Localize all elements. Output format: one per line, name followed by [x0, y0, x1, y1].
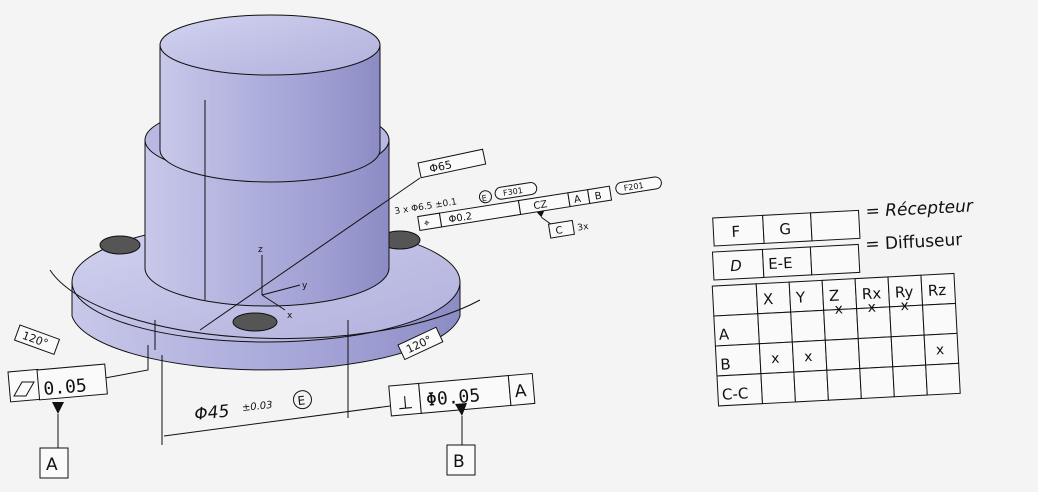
svg-text:D: D [730, 257, 742, 276]
bolt-hole [232, 312, 278, 332]
svg-text:F201: F201 [623, 181, 644, 193]
table-cell [892, 364, 928, 398]
svg-text:Φ0.2: Φ0.2 [448, 211, 473, 226]
svg-text:E-E: E-E [768, 254, 793, 273]
svg-text:Φ65: Φ65 [428, 158, 453, 175]
svg-text:C: C [555, 225, 564, 237]
table-cell [757, 311, 793, 345]
svg-text:G: G [779, 220, 792, 239]
svg-text:x: x [287, 311, 293, 321]
svg-text:E: E [481, 194, 487, 204]
flange-part[interactable] [71, 14, 461, 371]
table-cell-value: x [900, 298, 909, 314]
table-header-label: Z [828, 287, 839, 306]
table-cell [890, 334, 927, 368]
svg-text:A: A [573, 194, 582, 206]
table-cell [790, 309, 826, 343]
table-cell-value: x [771, 351, 780, 367]
diffuseur-row: D E-E = Diffuseur [711, 230, 963, 281]
table-cell-value: x [936, 342, 945, 358]
diameter-65-label: Φ65 [417, 148, 487, 179]
angle-left-label: 120° [13, 324, 61, 356]
svg-text:3x: 3x [577, 222, 590, 234]
datum-b-label: B [453, 452, 465, 472]
svg-text:y: y [302, 281, 308, 291]
table-cell-value: x [804, 349, 813, 365]
svg-text:B: B [594, 191, 603, 203]
svg-text:Φ45: Φ45 [193, 401, 230, 425]
table-header-label: Ry [894, 283, 914, 302]
flatness-frame: 0.05 A [7, 345, 149, 479]
datum-b-box [446, 444, 476, 476]
table-row-label: A [718, 325, 730, 344]
table-cell [760, 371, 796, 405]
svg-text:F: F [731, 223, 741, 241]
table-cell [857, 336, 894, 370]
table-header-label: Rz [927, 281, 946, 300]
svg-text:= Récepteur: = Récepteur [865, 196, 974, 222]
table-row-label: C-C [721, 384, 748, 403]
table-header-label: Rx [861, 284, 881, 303]
axis-triad: z y x [258, 245, 308, 321]
perpendicular-icon: ⊥ [396, 392, 413, 414]
svg-text:±0.03: ±0.03 [241, 400, 273, 414]
datum-a-label: A [46, 455, 58, 475]
bolt-hole [99, 235, 141, 255]
svg-text:F301: F301 [502, 186, 523, 198]
table-cell [859, 366, 895, 400]
hole-position-callout: 3 x Φ6.5 ±0.1 E F301 ⌖ Φ0.2 CZ A B F201 … [394, 176, 662, 239]
table-header-label: X [763, 290, 774, 309]
table-header-cell [755, 281, 792, 315]
table-cell [824, 338, 861, 371]
table-header-cell [711, 283, 759, 317]
table-cell [826, 367, 862, 401]
table-header-label: Y [795, 288, 807, 307]
svg-text:E: E [297, 393, 306, 408]
svg-text:= Diffuseur: = Diffuseur [865, 230, 963, 255]
recepteur-row: F G = Récepteur [712, 196, 974, 247]
table-cell-value: x [867, 300, 876, 316]
flatness-icon [13, 381, 35, 397]
svg-text:z: z [258, 245, 263, 255]
table-cell [925, 362, 961, 396]
table-cell [793, 369, 829, 403]
svg-text:0.05: 0.05 [43, 375, 88, 400]
dof-legend: F G = Récepteur D E-E = Diffuseur X Y Z Rx R… [711, 196, 974, 407]
svg-text:A: A [514, 381, 528, 402]
svg-text:⌖: ⌖ [423, 218, 431, 230]
table-header-cell [788, 279, 825, 313]
table-row-label: B [720, 355, 731, 374]
table-cell-value: x [834, 301, 843, 317]
angle-arc [49, 269, 481, 340]
svg-text:CZ: CZ [533, 199, 549, 212]
svg-text:Φ0.05: Φ0.05 [425, 385, 481, 411]
perpendicularity-frame: ⊥ Φ0.05 A [388, 372, 536, 417]
diameter-45-dimension: Φ45 ±0.03 E [161, 320, 391, 445]
table-cell [922, 302, 958, 336]
